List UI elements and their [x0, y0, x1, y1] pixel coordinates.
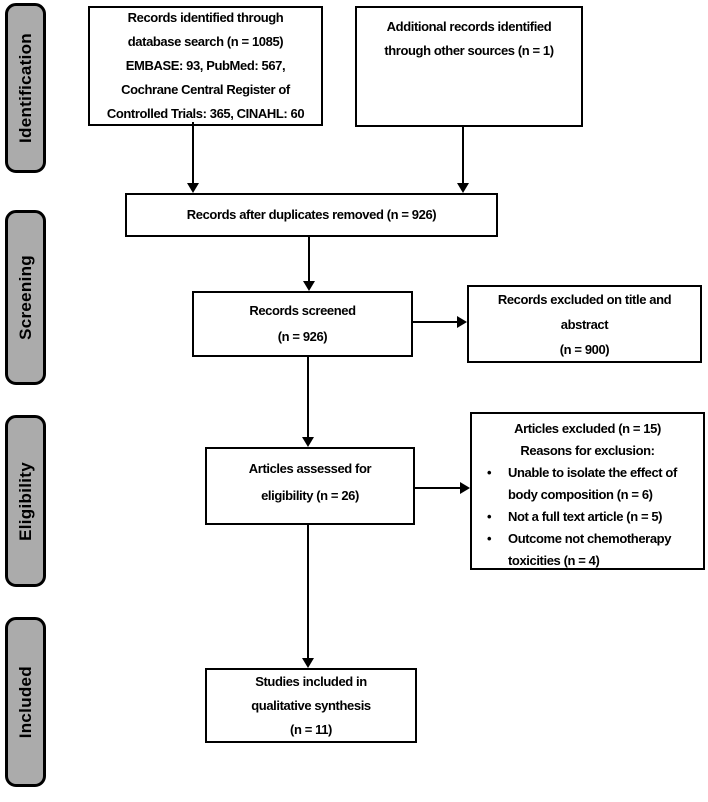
list-item: • Not a full text article (n = 5): [472, 506, 703, 528]
stage-screening-label: Screening: [15, 255, 35, 340]
arrow-down-icon: [302, 437, 314, 447]
box-line: Records identified through: [127, 10, 284, 25]
list-item: • Outcome not chemotherapy toxicities (n…: [472, 528, 703, 572]
bullet-icon: •: [487, 531, 492, 546]
box-line: Outcome not chemotherapy: [508, 531, 672, 546]
box-line: (n = 11): [290, 721, 332, 737]
box-line: Records excluded on title and: [497, 291, 672, 307]
box-duplicates-removed: Records after duplicates removed (n = 92…: [125, 193, 498, 237]
stage-eligibility: Eligibility: [5, 415, 46, 587]
box-line: database search (n = 1085): [127, 34, 284, 49]
box-line: Not a full text article (n = 5): [508, 509, 663, 524]
box-line: body composition (n = 6): [508, 487, 653, 502]
arrow-assessed-to-included-line: [307, 525, 309, 658]
box-line: Articles assessed for: [248, 461, 372, 476]
box-records-database-search: Records identified through database sear…: [88, 6, 323, 126]
box-line: abstract: [560, 316, 609, 332]
stage-identification: Identification: [5, 3, 46, 173]
arrow-down-icon: [302, 658, 314, 668]
box-line: EMBASE: 93, PubMed: 567,: [125, 58, 286, 73]
stage-included-label: Included: [15, 665, 35, 739]
exclusion-reasons-list: • Unable to isolate the effect of body c…: [472, 462, 703, 572]
box-line: through other sources (n = 1): [384, 43, 554, 58]
arrow-other-to-dedup-line: [462, 127, 464, 183]
arrow-dedup-to-screened-line: [308, 237, 310, 281]
box-articles-excluded: Articles excluded (n = 15) Reasons for e…: [470, 412, 705, 570]
box-line: Reasons for exclusion:: [520, 443, 655, 458]
arrow-database-to-dedup-line: [192, 122, 194, 183]
arrow-screened-to-assessed-line: [307, 357, 309, 437]
arrow-assessed-to-excluded-line: [415, 487, 460, 489]
bullet-icon: •: [487, 509, 492, 524]
stage-eligibility-label: Eligibility: [15, 461, 35, 541]
stage-included: Included: [5, 617, 46, 787]
box-records-excluded-title-abstract: Records excluded on title and abstract (…: [467, 285, 702, 363]
stage-screening: Screening: [5, 210, 46, 385]
box-additional-records: Additional records identified through ot…: [355, 6, 583, 127]
box-line: Controlled Trials: 365, CINAHL: 60: [106, 106, 305, 121]
box-line: eligibility (n = 26): [261, 488, 359, 503]
arrow-right-icon: [457, 316, 467, 328]
box-line: (n = 900): [559, 341, 610, 357]
box-line: Articles excluded (n = 15): [514, 421, 661, 436]
arrow-down-icon: [187, 183, 199, 193]
box-line: Studies included in: [255, 673, 367, 689]
box-line: Additional records identified: [386, 19, 552, 34]
bullet-icon: •: [487, 465, 492, 480]
box-articles-assessed: Articles assessed for eligibility (n = 2…: [205, 447, 415, 525]
box-records-screened: Records screened (n = 926): [192, 291, 413, 357]
box-studies-included: Studies included in qualitative synthesi…: [205, 668, 417, 743]
box-line: qualitative synthesis: [251, 697, 371, 713]
arrow-down-icon: [457, 183, 469, 193]
arrow-right-icon: [460, 482, 470, 494]
arrow-screened-to-excluded-line: [413, 321, 457, 323]
box-line: toxicities (n = 4): [508, 553, 600, 568]
box-line: Unable to isolate the effect of: [508, 465, 677, 480]
list-item: • Unable to isolate the effect of body c…: [472, 462, 703, 506]
stage-identification-label: Identification: [15, 33, 35, 143]
arrow-down-icon: [303, 281, 315, 291]
box-line: Records screened: [249, 303, 356, 318]
box-line: Records after duplicates removed (n = 92…: [186, 207, 437, 222]
box-line: Cochrane Central Register of: [121, 82, 290, 97]
box-line: (n = 926): [277, 329, 328, 344]
